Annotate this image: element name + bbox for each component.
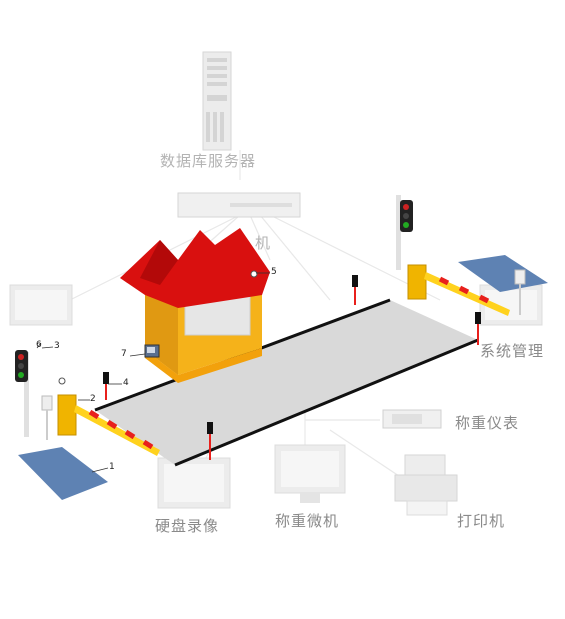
network-switch-icon bbox=[177, 192, 301, 218]
monitor-icon bbox=[157, 457, 231, 509]
camera-icon bbox=[514, 269, 526, 315]
camera-icon bbox=[144, 344, 160, 358]
callout-6: 6 bbox=[36, 340, 42, 350]
label-weighing-instrument: 称重仪表 bbox=[455, 414, 520, 432]
barrier-gate-icon bbox=[57, 394, 160, 456]
callout-2: 2 bbox=[90, 394, 96, 404]
traffic-light-icon bbox=[396, 195, 413, 270]
callout-7: 7 bbox=[121, 349, 127, 359]
label-machine-partial: 机 bbox=[255, 234, 272, 252]
weighing-instrument-icon bbox=[382, 409, 442, 429]
label-printer: 打印机 bbox=[457, 512, 506, 530]
server-icon bbox=[202, 51, 232, 151]
monitor-icon bbox=[9, 284, 73, 326]
callout-1: 1 bbox=[109, 462, 115, 472]
printer-icon bbox=[394, 454, 458, 516]
label-db-server: 数据库服务器 bbox=[160, 152, 257, 170]
callout-leaders bbox=[36, 272, 270, 473]
callout-3: 3 bbox=[54, 341, 60, 351]
label-weighing-pc: 称重微机 bbox=[275, 512, 340, 530]
camera-icon bbox=[41, 377, 66, 440]
sensor-post-icon bbox=[207, 422, 213, 460]
callout-4: 4 bbox=[123, 378, 129, 388]
barrier-gate-icon bbox=[407, 264, 510, 316]
label-hdd-recorder: 硬盘录像 bbox=[155, 517, 220, 535]
callout-5: 5 bbox=[271, 267, 277, 277]
ground-pad bbox=[18, 447, 108, 500]
sensor-post-icon bbox=[352, 275, 358, 305]
sensor-post-icon bbox=[103, 372, 109, 400]
guard-booth-icon bbox=[120, 228, 270, 383]
monitor-icon bbox=[274, 444, 346, 503]
camera-icon bbox=[250, 270, 258, 278]
traffic-light-icon bbox=[15, 350, 29, 437]
label-system-mgmt: 系统管理 bbox=[480, 342, 545, 360]
sensor-post-icon bbox=[475, 312, 481, 345]
